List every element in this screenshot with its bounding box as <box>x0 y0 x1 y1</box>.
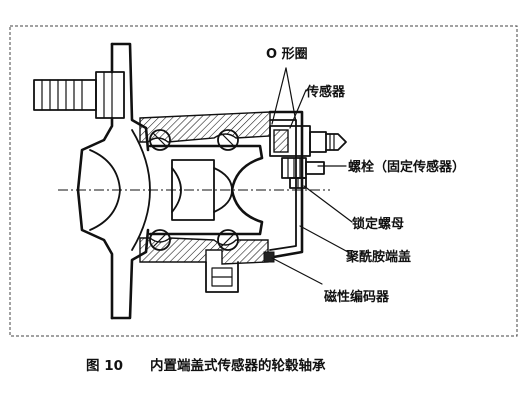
magnetic-encoder <box>263 251 275 263</box>
encoder-leader <box>271 257 323 285</box>
lock-nut-leader <box>303 185 353 223</box>
label-lock-nut: 锁定螺母 <box>352 216 404 232</box>
end-cap <box>266 110 304 260</box>
ball-upper-left <box>149 129 171 151</box>
ball-lower-left <box>149 229 171 251</box>
label-encoder: 磁性编码器 <box>324 289 390 305</box>
ball-upper-right <box>217 129 239 151</box>
cap-leader <box>299 225 349 253</box>
outer-ring <box>139 111 271 293</box>
label-o-ring: O 形圈 <box>266 47 308 62</box>
sensor-leader <box>289 89 307 129</box>
drawing-frame <box>9 25 518 337</box>
label-end-cap: 聚酰胺端盖 <box>345 249 411 265</box>
label-sensor: 传感器 <box>305 84 346 100</box>
ball-lower-right <box>217 229 239 251</box>
caption-number: 图 10 <box>86 358 123 374</box>
caption-title: 内置端盖式传感器的轮毂轴承 <box>150 357 326 374</box>
label-bolt: 螺栓（固定传感器） <box>348 159 465 175</box>
hub-flange <box>76 42 151 320</box>
sensor <box>269 125 347 157</box>
o-ring-leaders <box>271 67 297 125</box>
wheel-stud <box>33 71 125 119</box>
lock-nut <box>289 177 307 189</box>
inner-ring <box>148 144 264 236</box>
